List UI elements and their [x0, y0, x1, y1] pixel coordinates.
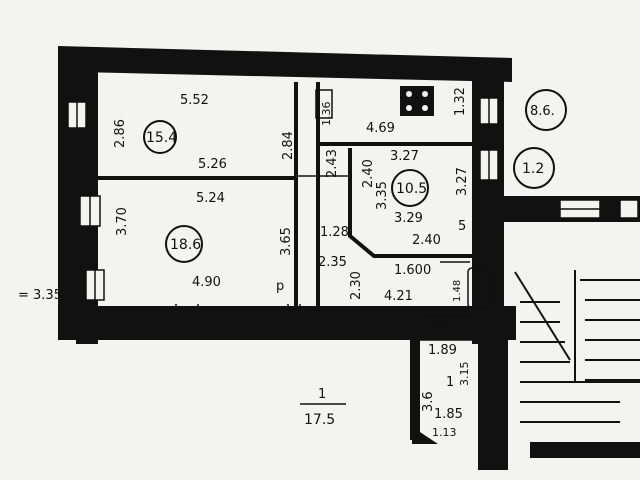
- dim-421: 4.21: [384, 289, 413, 304]
- dim-185: 1.85: [434, 407, 463, 422]
- dim-240: 2.40: [361, 159, 376, 188]
- dim-140: 1.40: [420, 321, 449, 336]
- dim-36: 3.6: [421, 391, 436, 412]
- dim-6: 6: [476, 263, 484, 278]
- total-area: 17.5: [304, 412, 335, 428]
- dim-600: 1.600: [394, 263, 431, 278]
- dim-315: 3.15: [458, 362, 471, 387]
- room1-width-top: 5.52: [180, 93, 209, 108]
- room-area-circles: [143, 89, 567, 263]
- dim-132: 1.32: [453, 87, 468, 116]
- staircase: [514, 270, 640, 423]
- room2-width-top: 5.24: [196, 191, 225, 206]
- kitchen-width: 4.69: [366, 121, 395, 136]
- room1-area: 15.4: [146, 130, 177, 146]
- dim-p: p: [276, 279, 284, 294]
- dim-235: 2.35: [318, 255, 347, 270]
- dim-128: 1.28: [320, 225, 349, 240]
- left-note: = 3.35: [18, 288, 62, 303]
- dim-189: 1.89: [428, 343, 457, 358]
- dim-1: 1: [446, 375, 454, 390]
- windows: [67, 97, 639, 301]
- stove-icon: [400, 86, 434, 116]
- room2-area: 18.6: [170, 237, 201, 253]
- room1-depth: 2.86: [113, 119, 128, 148]
- room3-width-bottom: 2.40: [412, 233, 441, 248]
- room3-width-mid: 3.29: [394, 211, 423, 226]
- total-count: 1: [318, 387, 326, 402]
- dim-148: 1.48: [452, 280, 463, 302]
- dim-365: 3.65: [279, 227, 294, 256]
- room3-area: 10.5: [396, 181, 427, 197]
- dim-113: 1.13: [432, 426, 457, 439]
- dim-243: 2.43: [325, 149, 340, 178]
- interior-walls: [98, 82, 476, 440]
- circled-area-1: 8.6.: [530, 104, 555, 119]
- dim-230: 2.30: [349, 271, 364, 300]
- dim-5: 5: [458, 219, 466, 234]
- dim-284: 2.84: [281, 131, 296, 160]
- thin-lines: [298, 89, 495, 341]
- circled-area-2: 1.2: [522, 161, 544, 177]
- door-marks: [175, 304, 301, 318]
- room2-depth: 3.70: [115, 207, 130, 236]
- room1-width-bottom: 5.26: [198, 157, 227, 172]
- room2-width-bottom: 4.90: [192, 275, 221, 290]
- dim-136: 1.36: [320, 102, 333, 127]
- room3-width-top: 3.27: [390, 149, 419, 164]
- dim-327-side: 3.27: [455, 167, 470, 196]
- dim-335: 3.35: [375, 181, 390, 210]
